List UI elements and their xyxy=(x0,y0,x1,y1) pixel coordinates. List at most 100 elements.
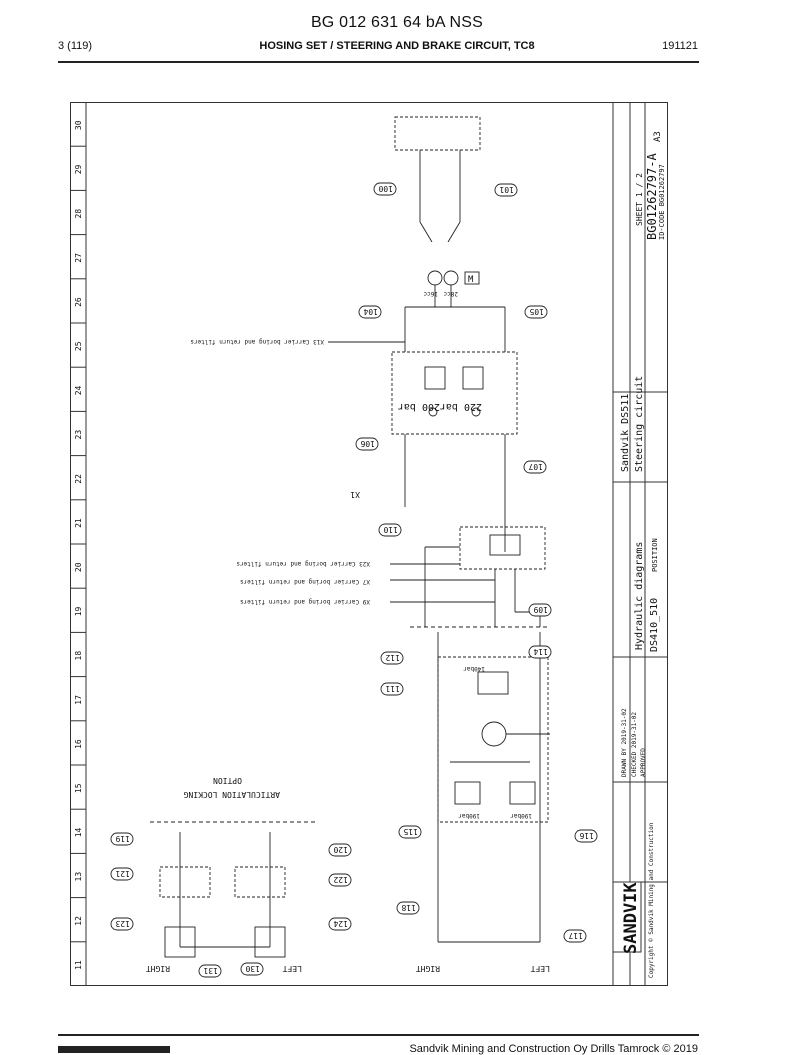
steering-valve xyxy=(390,526,550,628)
column-label: 21 xyxy=(74,518,83,528)
callout-bubble xyxy=(398,825,422,839)
callout-label: 111 xyxy=(385,684,400,693)
label-right-b: RIGHT xyxy=(416,964,440,973)
drawing-frame xyxy=(70,102,668,986)
callout-bubble xyxy=(358,305,382,319)
callout-bubble xyxy=(524,305,548,319)
model-code: DS410_510 xyxy=(649,598,660,652)
column-label: 14 xyxy=(74,827,83,837)
column-label: 27 xyxy=(74,253,83,263)
callout-label: 117 xyxy=(568,931,583,940)
hydraulic-drawing: 3029282726252423222120191817161514131211… xyxy=(70,102,668,986)
sheet-number: SHEET 1 / 2 xyxy=(635,173,644,226)
label-200bar: 200 bar xyxy=(398,401,440,412)
callout-bubble xyxy=(528,603,552,617)
label-x9: X9 Carrier boring and return filters xyxy=(240,598,370,605)
label-x13: X13 Carrier boring and return filters xyxy=(190,338,324,345)
callout-label: 104 xyxy=(363,307,378,316)
column-label: 23 xyxy=(74,430,83,440)
column-label: 29 xyxy=(74,164,83,174)
callout-bubble xyxy=(523,460,547,474)
column-label: 28 xyxy=(74,209,83,219)
title-copyright: Copyright © Sandvik Mining and Construct… xyxy=(648,822,655,978)
label-x23: X23 Carrier boring and return filters xyxy=(236,560,370,567)
callout-label: 101 xyxy=(499,185,514,194)
callout-label: 123 xyxy=(115,919,130,928)
callout-bubble xyxy=(373,182,397,196)
callout-label: 124 xyxy=(333,919,348,928)
sandvik-logo: SANDVIK xyxy=(621,882,641,954)
document-date: 191121 xyxy=(662,40,698,52)
callout-label: 115 xyxy=(403,827,418,836)
pump-group xyxy=(328,116,518,552)
page-number: 3 (119) xyxy=(58,40,93,52)
motor-symbol: M xyxy=(468,275,474,285)
header-rule xyxy=(58,61,699,63)
label-190bar-right: 190bar xyxy=(510,812,532,819)
callout-bubble xyxy=(563,929,587,943)
callout-label: 130 xyxy=(245,964,260,973)
callout-bubble xyxy=(528,645,552,659)
callout-label: 109 xyxy=(533,605,548,614)
column-label: 24 xyxy=(74,385,83,395)
callout-bubble xyxy=(574,829,598,843)
circuit-name: Steering circuit xyxy=(634,376,645,472)
footer-logo xyxy=(58,1046,170,1053)
callout-bubble xyxy=(110,867,134,881)
callout-bubble xyxy=(110,832,134,846)
drawing-number: BG01262797-A xyxy=(645,153,659,240)
callout-label: 116 xyxy=(579,831,594,840)
column-label: 19 xyxy=(74,606,83,616)
position-label: POSITION xyxy=(651,538,659,572)
callout-label: 119 xyxy=(115,834,130,843)
column-label: 15 xyxy=(74,783,83,793)
label-x1: X1 xyxy=(350,490,360,499)
callout-label: 120 xyxy=(333,845,348,854)
label-28cc: 28cc xyxy=(443,290,458,297)
callout-bubble xyxy=(378,523,402,537)
title-block: SANDVIK Copyright © Sandvik Mining and C… xyxy=(612,102,668,986)
callout-bubble xyxy=(240,962,264,976)
label-140bar: 140bar xyxy=(463,665,485,672)
label-left-b: LEFT xyxy=(531,964,550,973)
label-right-a: RIGHT xyxy=(146,964,170,973)
column-label: 16 xyxy=(74,739,83,749)
callout-bubble xyxy=(380,682,404,696)
label-16cc: 16cc xyxy=(423,290,438,297)
callout-bubble xyxy=(198,964,222,978)
callout-label: 118 xyxy=(401,903,416,912)
callout-label: 105 xyxy=(529,307,544,316)
label-option: OPTION xyxy=(213,776,242,785)
callout-label: 106 xyxy=(360,439,375,448)
id-code: ID-CODE BG01262797 xyxy=(658,164,666,240)
product-name: Sandvik DS511 xyxy=(620,394,631,472)
section-title: HOSING SET / STEERING AND BRAKE CIRCUIT,… xyxy=(259,40,535,52)
sheet-size: A3 xyxy=(653,131,663,142)
callout-bubble xyxy=(494,183,518,197)
approved-by: APPROVED xyxy=(640,748,647,777)
column-label: 17 xyxy=(74,695,83,705)
callout-bubble xyxy=(396,901,420,915)
footer-rule xyxy=(58,1034,699,1036)
column-label: 20 xyxy=(74,562,83,572)
callout-bubble xyxy=(110,917,134,931)
label-x7: X7 Carrier boring and return filters xyxy=(240,578,370,585)
column-label: 30 xyxy=(74,120,83,130)
callout-label: 122 xyxy=(333,875,348,884)
document-title: BG 012 631 64 bA NSS xyxy=(310,14,484,31)
checked-by: CHECKED 2019-31-02 xyxy=(631,712,638,777)
column-label: 11 xyxy=(74,960,83,970)
column-label: 12 xyxy=(74,916,83,926)
callout-label: 107 xyxy=(528,462,543,471)
steering-unit xyxy=(437,632,550,943)
callout-bubble xyxy=(328,873,352,887)
column-label: 26 xyxy=(74,297,83,307)
callout-bubble xyxy=(380,651,404,665)
label-articulation-locking: ARTICULATION LOCKING xyxy=(183,790,280,799)
drawn-by: DRAWN BY 2019-31-02 xyxy=(621,708,628,777)
callout-label: 112 xyxy=(385,653,400,662)
callout-bubble xyxy=(328,917,352,931)
callout-label: 114 xyxy=(533,647,548,656)
